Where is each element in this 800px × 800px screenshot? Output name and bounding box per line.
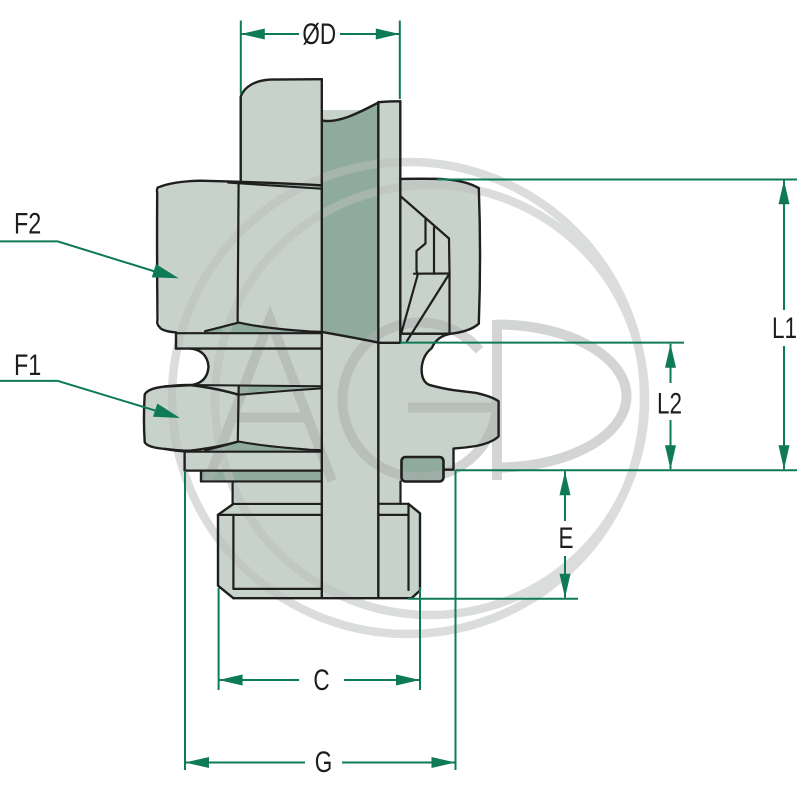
svg-text:ØD: ØD (302, 17, 336, 51)
svg-text:F2: F2 (14, 207, 41, 240)
svg-text:E: E (559, 521, 574, 555)
svg-text:F1: F1 (14, 348, 41, 381)
svg-text:L2: L2 (657, 386, 682, 420)
svg-text:C: C (313, 663, 329, 697)
svg-text:G: G (315, 745, 333, 779)
svg-text:L1: L1 (772, 311, 797, 345)
